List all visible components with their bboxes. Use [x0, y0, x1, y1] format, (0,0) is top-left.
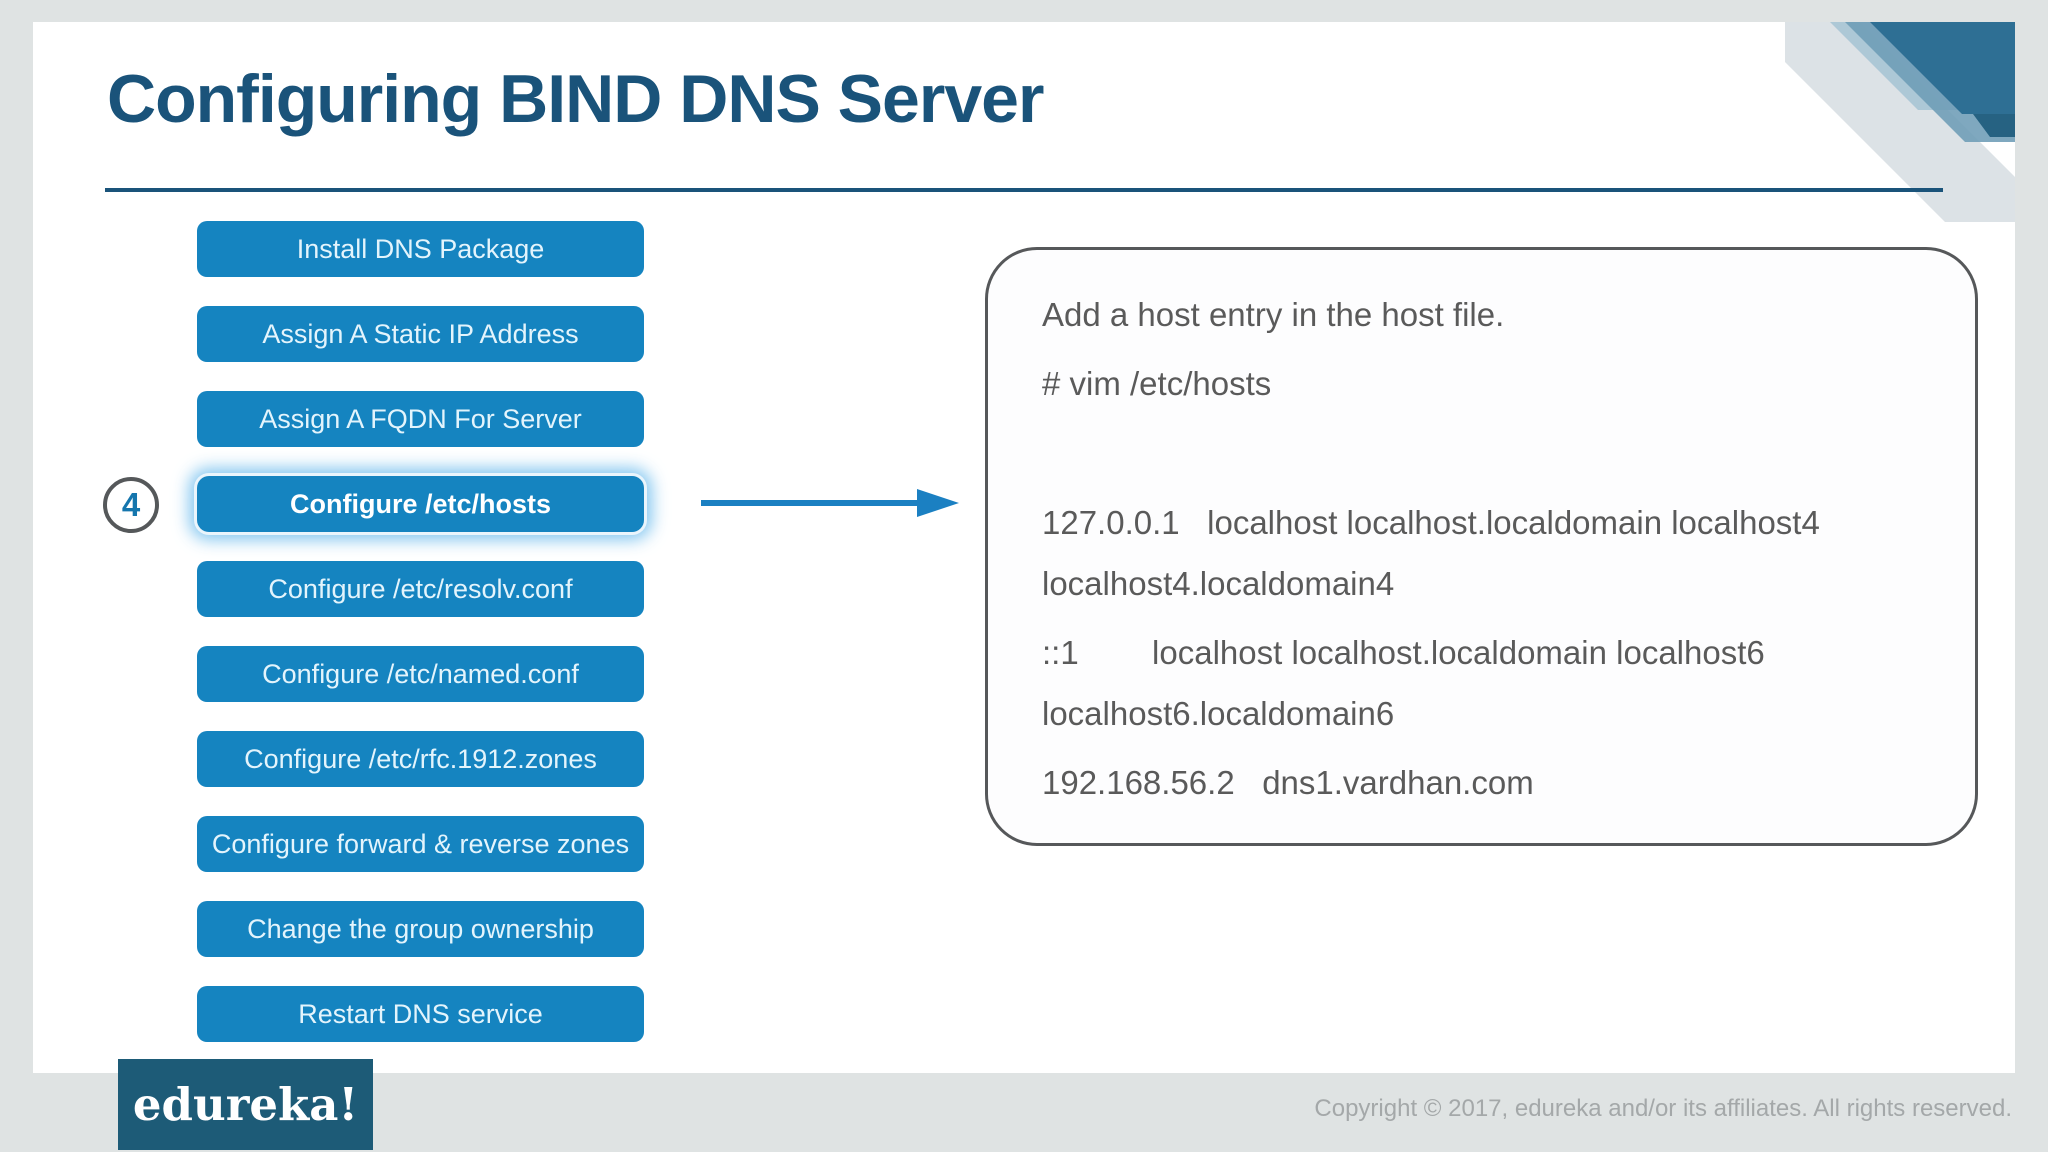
arrow-right-icon	[701, 489, 959, 517]
host-entry: 127.0.0.1 localhost localhost.localdomai…	[1042, 504, 1829, 602]
callout-command: # vim /etc/hosts	[1042, 365, 1272, 402]
step-button[interactable]: Configure forward & reverse zones	[197, 816, 644, 872]
page-title: Configuring BIND DNS Server	[107, 61, 1044, 137]
step-button[interactable]: Restart DNS service	[197, 986, 644, 1042]
steps-list: Install DNS Package Assign A Static IP A…	[197, 221, 644, 1071]
title-underline	[105, 188, 1943, 192]
ribbon-dark-blue	[1870, 22, 2015, 114]
step-button[interactable]: Change the group ownership	[197, 901, 644, 957]
step-button[interactable]: Install DNS Package	[197, 221, 644, 277]
host-entry: 192.168.56.2 dns1.vardhan.com	[1042, 764, 1534, 801]
step-button[interactable]: Assign A FQDN For Server	[197, 391, 644, 447]
callout-box: Add a host entry in the host file. # vim…	[985, 247, 1978, 846]
step-button[interactable]: Configure /etc/hosts	[197, 476, 644, 532]
edureka-logo: edureka!	[118, 1059, 373, 1150]
step-button[interactable]: Configure /etc/rfc.1912.zones	[197, 731, 644, 787]
host-entries: 127.0.0.1 localhost localhost.localdomai…	[1042, 492, 1921, 813]
callout-intro: Add a host entry in the host file.	[1042, 296, 1505, 333]
corner-ribbons-decoration	[1785, 22, 2015, 222]
ribbon-pale	[1785, 22, 2015, 222]
copyright-text: Copyright © 2017, edureka and/or its aff…	[1314, 1095, 2012, 1122]
step-number-badge: 4	[103, 477, 159, 533]
step-button[interactable]: Configure /etc/resolv.conf	[197, 561, 644, 617]
step-button[interactable]: Configure /etc/named.conf	[197, 646, 644, 702]
slide-canvas: Configuring BIND DNS Server Install DNS …	[33, 22, 2015, 1073]
step-button[interactable]: Assign A Static IP Address	[197, 306, 644, 362]
host-entry: ::1 localhost localhost.localdomain loca…	[1042, 634, 1774, 732]
